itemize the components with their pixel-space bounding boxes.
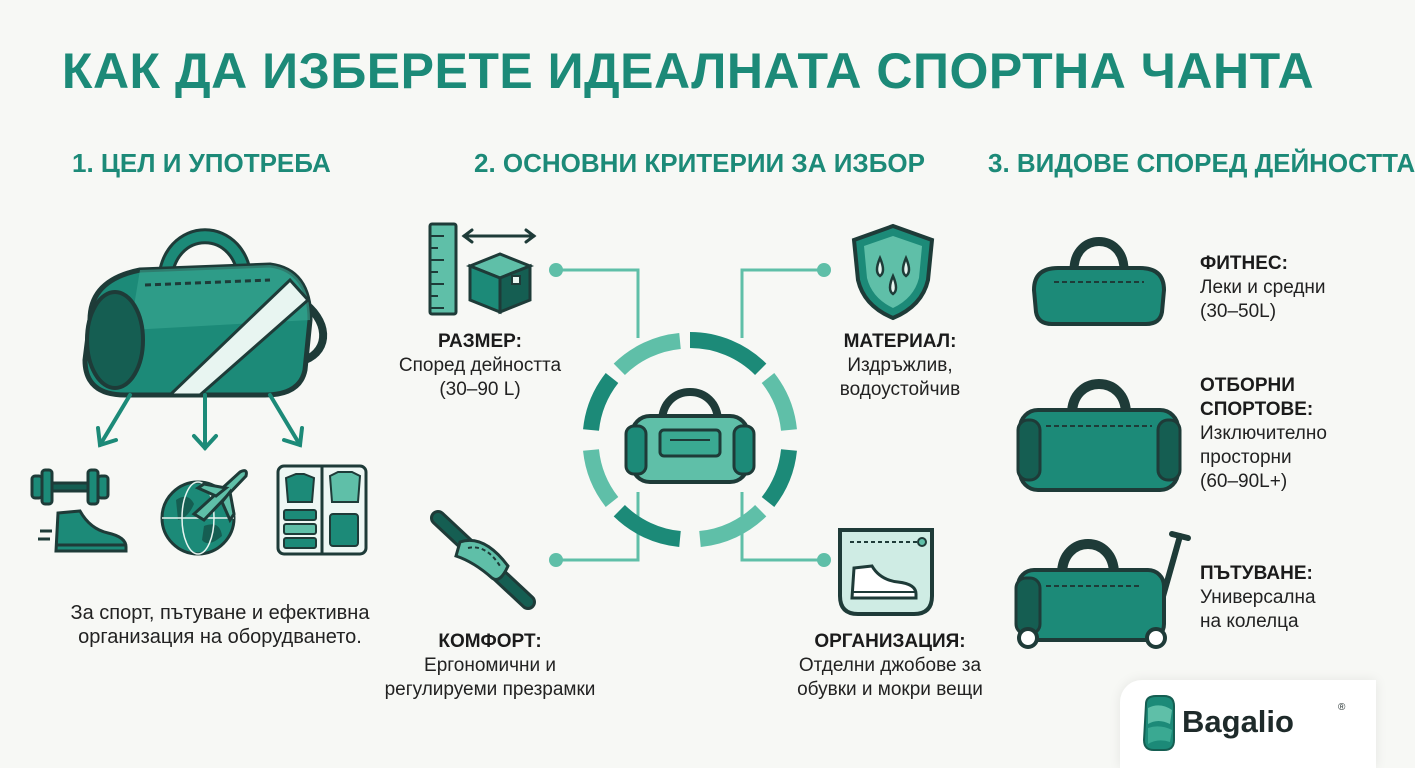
page-title: КАК ДА ИЗБЕРЕТЕ ИДЕАЛНАТА СПОРТНА ЧАНТА <box>61 43 1315 99</box>
team-bag-icon <box>1016 379 1182 492</box>
wheeled-bag-icon <box>1014 531 1191 649</box>
brand-badge: Bagalio ® <box>1120 680 1376 768</box>
criteria-organization: ОРГАНИЗАЦИЯ: Отделни джобове за обувки и… <box>797 631 983 700</box>
box-icon <box>461 228 537 315</box>
section-heading-purpose: 1. ЦЕЛ И УПОТРЕБА <box>72 148 331 178</box>
type-travel: ПЪТУВАНЕ: Универсална на колелца <box>1200 563 1316 632</box>
section-heading-types: 3. ВИДОВЕ СПОРЕД ДЕЙНОСТТА <box>988 148 1415 178</box>
criteria-material: МАТЕРИАЛ: Издръжлив, водоустойчив <box>839 331 961 400</box>
arrows-icon <box>96 393 304 451</box>
brand-name: Bagalio <box>1182 704 1294 739</box>
wardrobe-icon <box>276 464 368 556</box>
shield-drops-icon <box>851 223 935 321</box>
duffel-bag-icon <box>82 228 328 398</box>
shoe-pouch-icon <box>838 528 934 616</box>
type-fitness: ФИТНЕС: Леки и средни (30–50L) <box>1200 253 1326 322</box>
sneaker-icon <box>38 509 128 553</box>
strap-icon <box>430 510 536 610</box>
purpose-description: За спорт, пътуване и ефективна организац… <box>70 602 370 648</box>
airplane-icon <box>191 469 248 524</box>
criteria-comfort: КОМФОРТ: Ергономични и регулируеми презр… <box>384 631 596 700</box>
center-bag-icon <box>624 388 756 484</box>
type-team-sports: ОТБОРНИ СПОРТОВЕ: Изключително просторни… <box>1200 375 1327 492</box>
fitness-bag-icon <box>1031 237 1167 326</box>
criteria-connectors <box>549 263 831 567</box>
brand-registered-mark: ® <box>1338 702 1346 713</box>
central-ring <box>583 332 797 547</box>
logo-icon <box>1142 695 1175 751</box>
dumbbell-icon <box>30 468 110 506</box>
section-heading-criteria: 2. ОСНОВНИ КРИТЕРИИ ЗА ИЗБОР <box>474 148 925 178</box>
criteria-size: РАЗМЕР: Според дейността (30–90 L) <box>398 331 562 400</box>
ruler-icon <box>428 222 458 316</box>
